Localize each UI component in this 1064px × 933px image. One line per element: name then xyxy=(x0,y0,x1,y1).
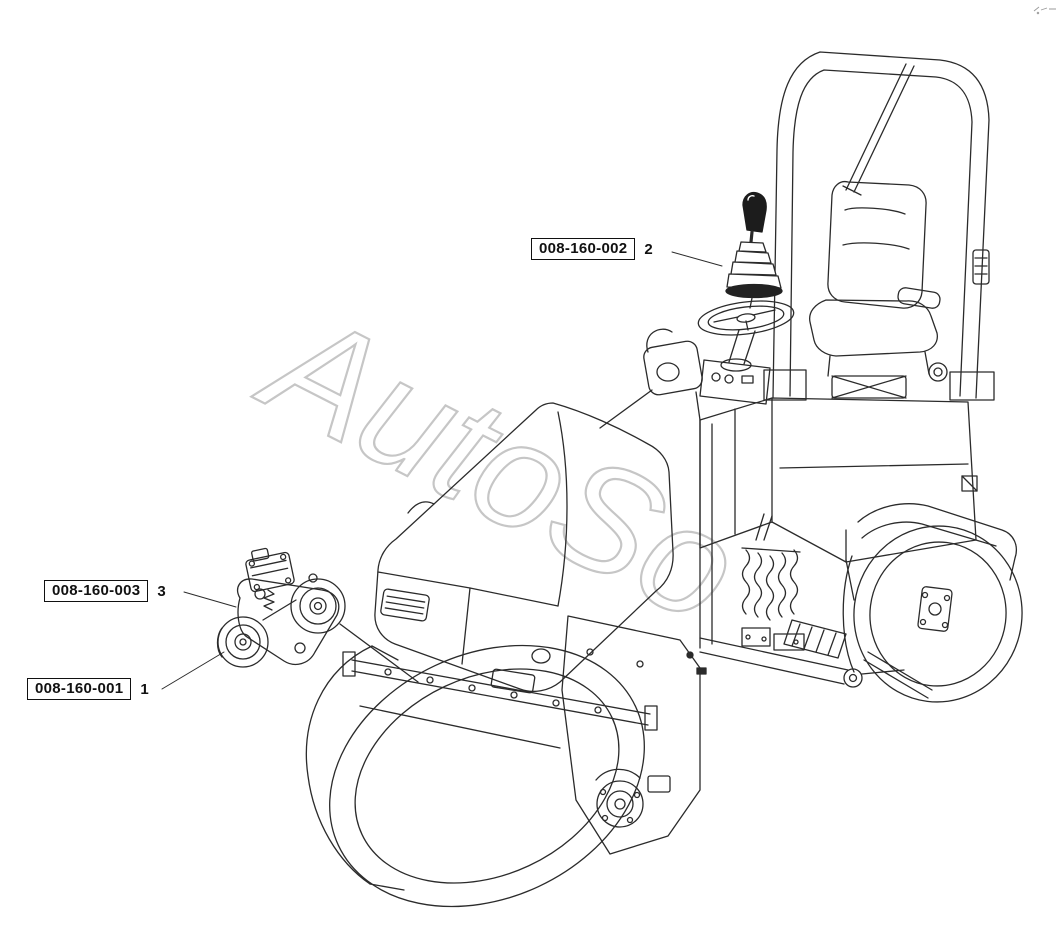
part-number-box-001[interactable]: 008-160-001 xyxy=(27,678,132,700)
control-console xyxy=(699,359,771,405)
item-number-3: 3 xyxy=(157,582,166,600)
callout-3: 008-160-003 3 xyxy=(44,580,166,602)
part-number-box-002[interactable]: 008-160-002 xyxy=(531,238,636,260)
seat xyxy=(809,180,941,399)
front-drum xyxy=(305,644,658,908)
callout-leader-lines xyxy=(161,251,723,690)
rops-frame xyxy=(763,51,995,401)
drum-side-plate xyxy=(561,615,701,855)
callout-1: 008-160-001 1 xyxy=(27,678,149,700)
part-number-box-003[interactable]: 008-160-003 xyxy=(44,580,149,602)
front-frame xyxy=(599,328,703,429)
leader-line-3 xyxy=(183,591,237,608)
item-number-2: 2 xyxy=(644,240,653,258)
joystick-control[interactable] xyxy=(725,191,783,309)
item-number-1: 1 xyxy=(140,680,149,698)
callout-2: 008-160-002 2 xyxy=(531,238,653,260)
leader-line-1 xyxy=(161,651,225,690)
machine-drawing xyxy=(161,51,1023,908)
rear-drum xyxy=(842,503,1023,703)
hood xyxy=(374,402,674,694)
center-frame-hydraulics xyxy=(699,419,905,688)
leader-line-2 xyxy=(671,251,723,267)
tensioner-assembly[interactable] xyxy=(216,544,419,683)
steering-wheel xyxy=(697,300,795,372)
corner-mark xyxy=(1033,6,1056,15)
